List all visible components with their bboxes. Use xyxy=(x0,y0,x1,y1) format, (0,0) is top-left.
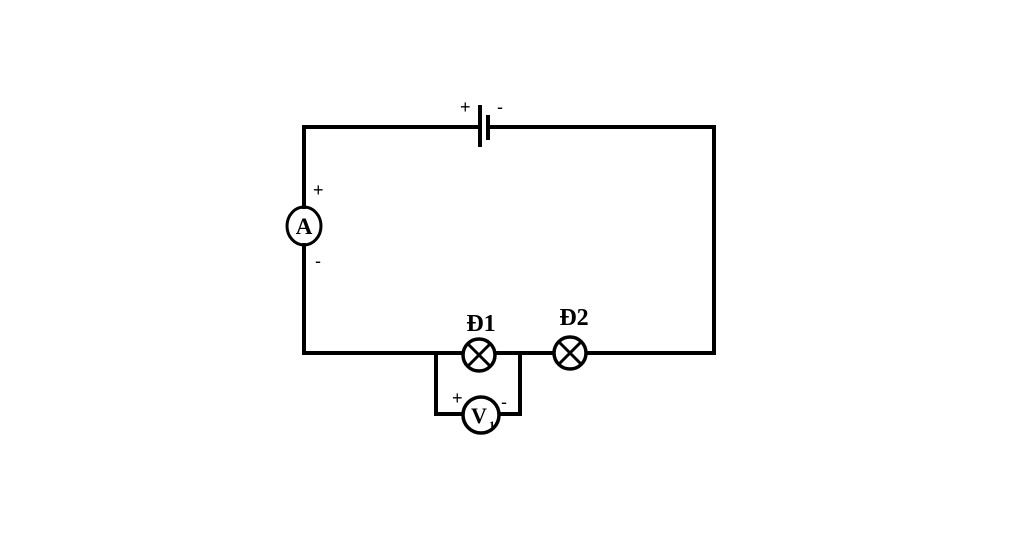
voltmeter-symbol: V xyxy=(471,403,487,428)
voltmeter-plus-label: + xyxy=(452,388,463,408)
voltmeter-circle xyxy=(461,395,501,435)
ammeter-symbol: A xyxy=(296,214,313,239)
lamp-1-cross-b xyxy=(466,342,492,368)
ammeter-minus-label: - xyxy=(315,251,321,271)
wires xyxy=(302,125,716,416)
voltmeter-subscript: 1 xyxy=(489,418,495,432)
lamp-1-label: Đ1 xyxy=(466,311,495,337)
lamp-2-label: Đ2 xyxy=(559,305,588,331)
voltmeter: V 1 + - xyxy=(452,388,507,435)
lamp-2: Đ2 xyxy=(552,305,589,371)
ammeter-circle xyxy=(285,205,323,247)
battery: + - xyxy=(460,97,503,147)
battery-plus-label: + xyxy=(460,97,471,117)
ammeter-plus-label: + xyxy=(313,180,324,200)
battery-minus-label: - xyxy=(497,97,503,117)
ammeter: A + - xyxy=(285,180,324,271)
voltmeter-minus-label: - xyxy=(501,392,507,412)
lamp-1: Đ1 xyxy=(461,311,497,373)
lamp-2-cross-b xyxy=(557,340,583,366)
